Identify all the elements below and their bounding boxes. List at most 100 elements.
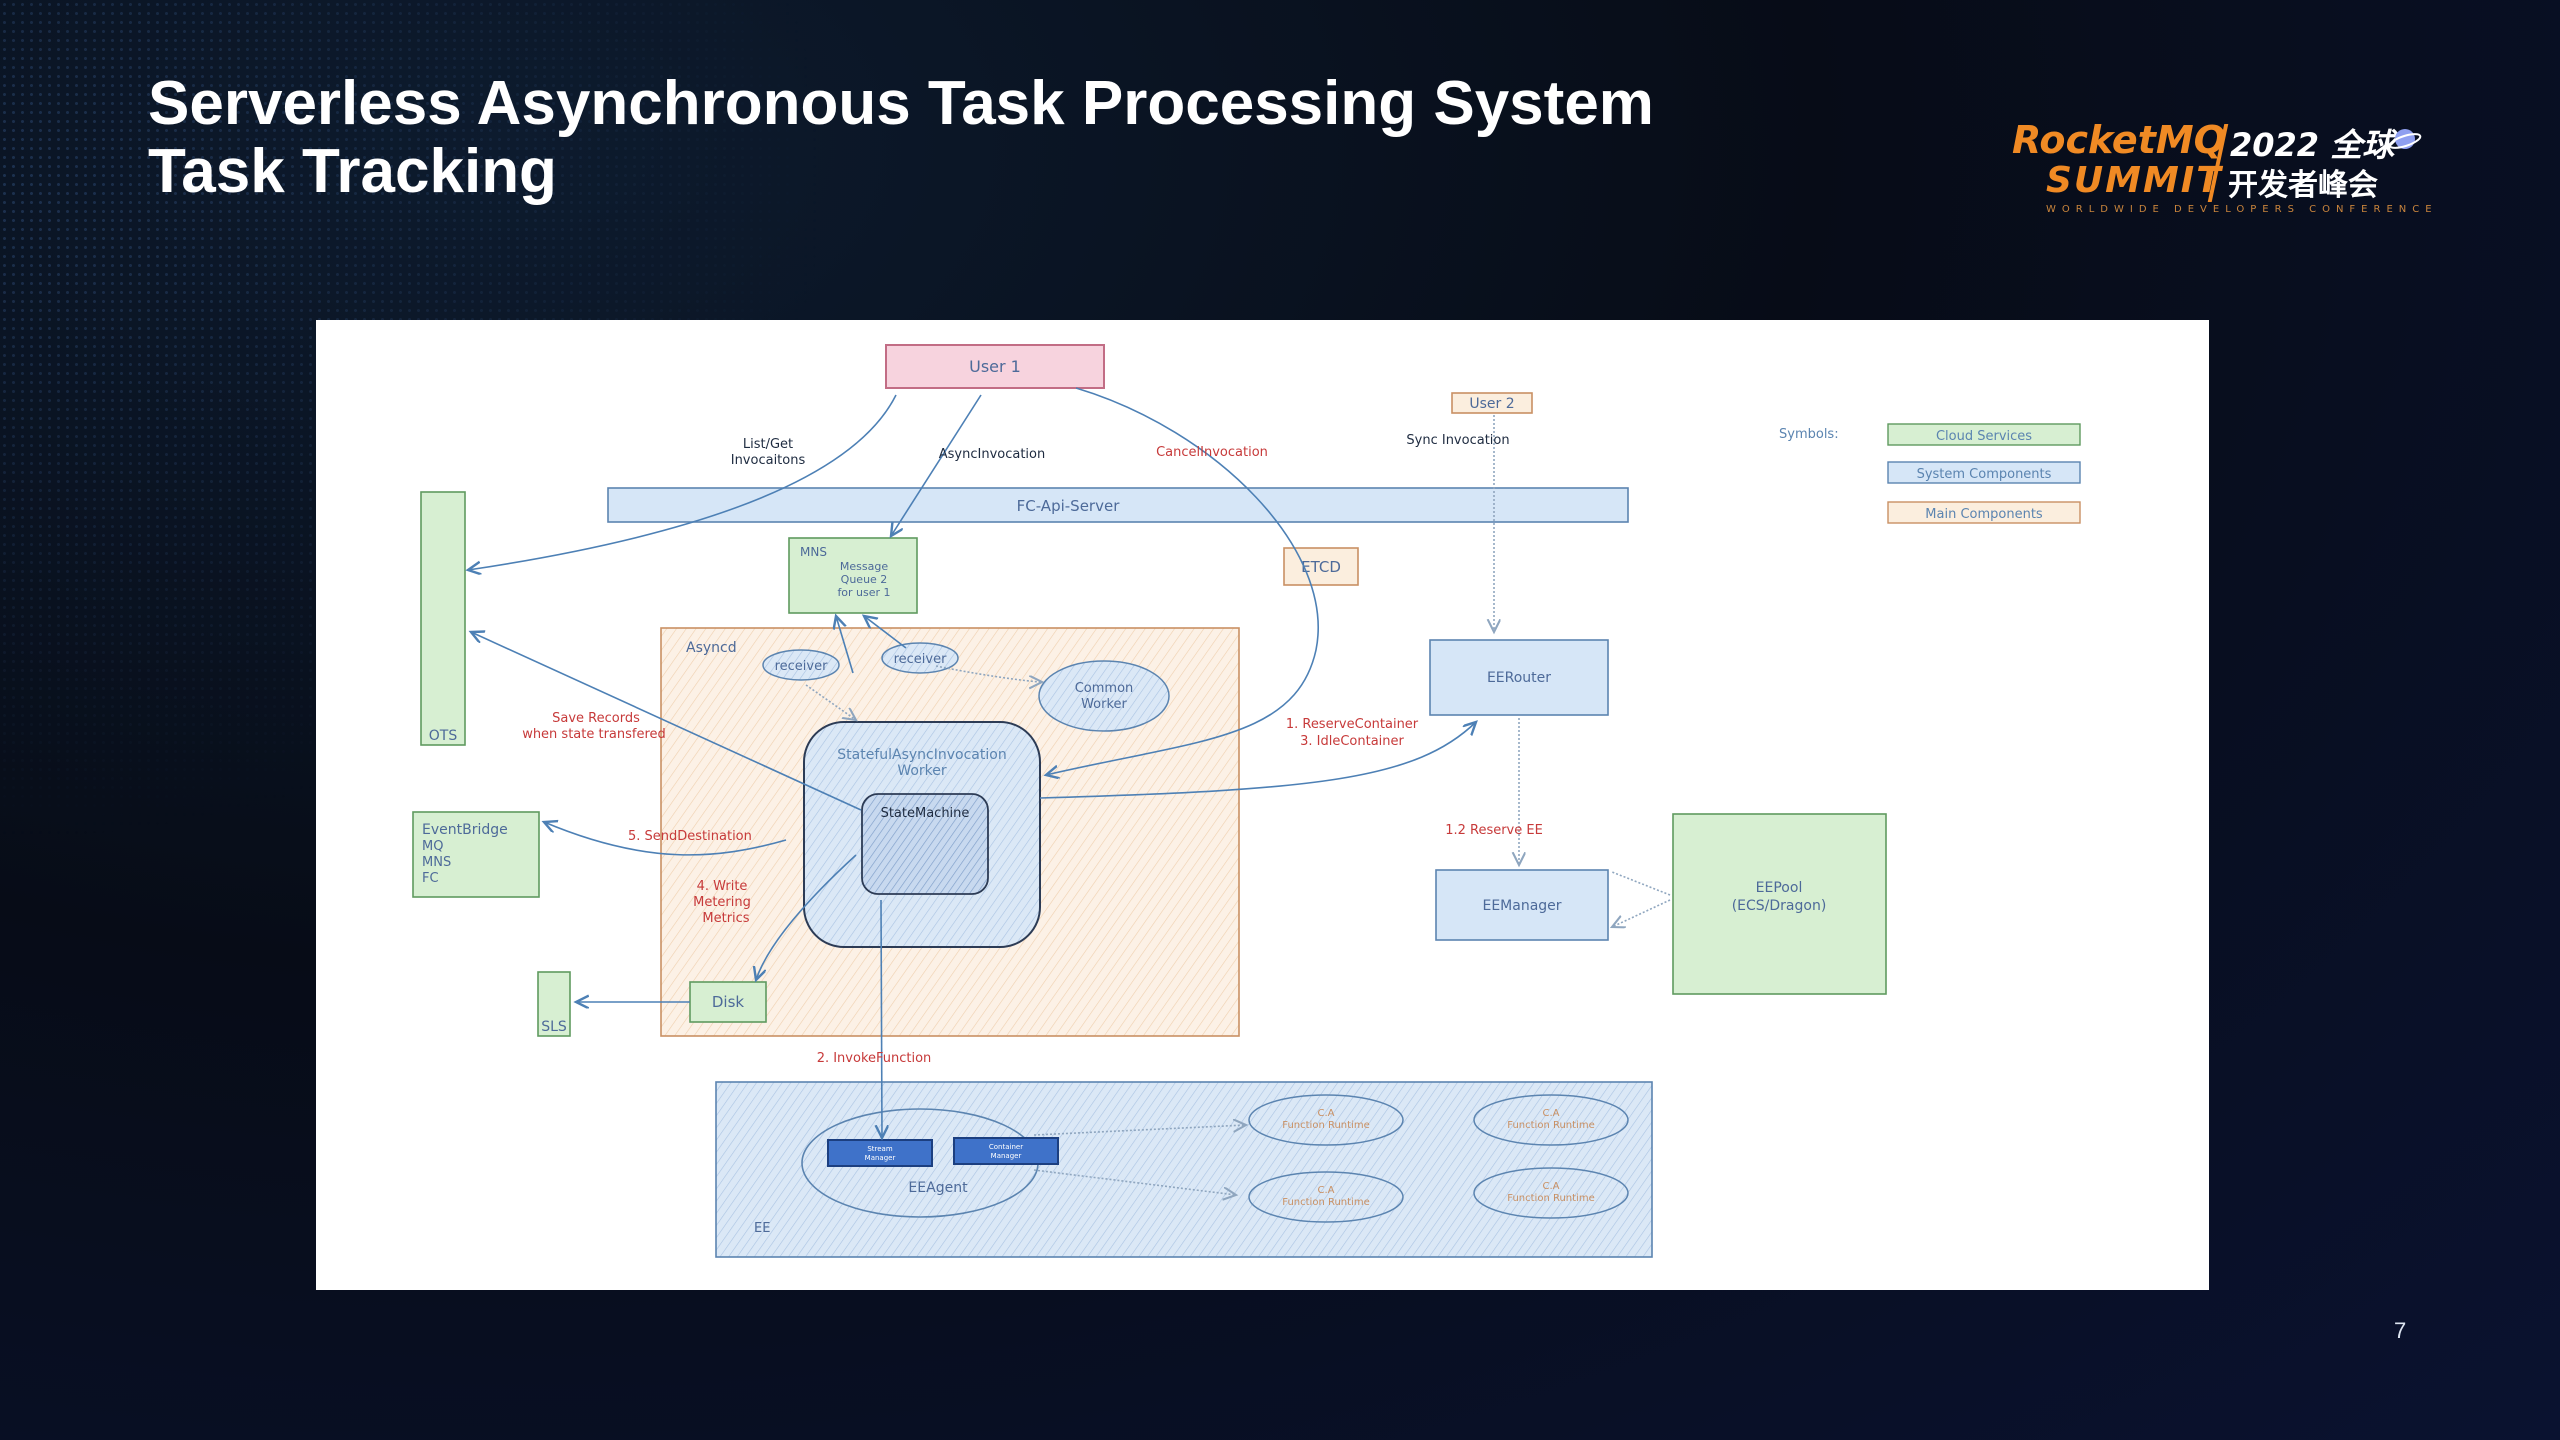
diagram-arrows bbox=[468, 387, 1671, 1195]
arrow-invoke-function bbox=[881, 899, 882, 1138]
svg-text:EventBridge: EventBridge bbox=[422, 822, 508, 838]
legend: Symbols: Cloud Services System Component… bbox=[1779, 423, 2081, 524]
label-idle-container: 3. IdleContainer bbox=[1300, 734, 1404, 749]
label-list-get-2: Invocaitons bbox=[731, 453, 806, 468]
svg-text:MQ: MQ bbox=[422, 839, 443, 854]
svg-text:Asyncd: Asyncd bbox=[686, 640, 737, 656]
svg-text:EE: EE bbox=[754, 1221, 770, 1236]
etcd-box: ETCD bbox=[1283, 547, 1359, 586]
receiver-2: receiver bbox=[881, 642, 959, 674]
svg-text:for user 1: for user 1 bbox=[837, 586, 890, 599]
svg-text:EEManager: EEManager bbox=[1482, 898, 1561, 914]
page-number: 7 bbox=[2394, 1318, 2407, 1343]
slide-title: Serverless Asynchronous Task Processing … bbox=[148, 70, 1654, 206]
svg-text:receiver: receiver bbox=[775, 659, 829, 674]
arrow-to-ee-router bbox=[1039, 722, 1476, 799]
svg-text:Cloud Services: Cloud Services bbox=[1936, 429, 2032, 444]
user1-box: User 1 bbox=[885, 344, 1105, 389]
arrow-user1-to-ots bbox=[468, 394, 897, 570]
edge-labels: List/Get Invocaitons AsyncInvocation Can… bbox=[522, 433, 1543, 1066]
svg-text:Stream: Stream bbox=[867, 1145, 893, 1153]
ee-pool-box: EEPool (ECS/Dragon) bbox=[1672, 813, 1887, 995]
svg-text:System Components: System Components bbox=[1917, 467, 2052, 482]
arrow-send-destination bbox=[544, 822, 787, 856]
svg-text:Message: Message bbox=[840, 560, 888, 573]
svg-text:Common: Common bbox=[1075, 681, 1134, 696]
label-invoke-function: 2. InvokeFunction bbox=[817, 1051, 932, 1066]
svg-text:Manager: Manager bbox=[991, 1152, 1022, 1160]
arrow-receiver-to-worker bbox=[935, 665, 1042, 682]
arrow-cancel-invocation bbox=[1046, 387, 1319, 775]
arrow-async-invocation bbox=[891, 394, 982, 536]
state-machine: StateMachine bbox=[861, 793, 989, 895]
ots-box: OTS bbox=[420, 491, 466, 746]
svg-text:Function Runtime: Function Runtime bbox=[1507, 1193, 1594, 1204]
architecture-diagram: User 1 User 2 FC-Api-Server OTS MNS Mess… bbox=[316, 320, 2209, 1290]
svg-text:FC: FC bbox=[422, 871, 439, 886]
arrow-receiver1-to-mns bbox=[836, 616, 854, 674]
arrow-receiver2-to-mns bbox=[864, 616, 907, 649]
function-runtime-a: C.A Function Runtime bbox=[1248, 1094, 1404, 1146]
svg-text:receiver: receiver bbox=[894, 652, 948, 667]
label-send-destination: 5. SendDestination bbox=[628, 829, 752, 844]
svg-text:Symbols:: Symbols: bbox=[1779, 427, 1839, 442]
svg-text:OTS: OTS bbox=[429, 728, 458, 744]
arrow-pool-manager-a bbox=[1611, 871, 1671, 896]
svg-text:ETCD: ETCD bbox=[1301, 558, 1341, 576]
diagram-canvas: User 1 User 2 FC-Api-Server OTS MNS Mess… bbox=[412, 344, 2081, 1258]
arrow-write-metering bbox=[756, 854, 857, 980]
svg-text:FC-Api-Server: FC-Api-Server bbox=[1017, 497, 1121, 515]
svg-text:MNS: MNS bbox=[800, 545, 827, 559]
svg-text:Container: Container bbox=[989, 1143, 1023, 1151]
svg-text:Function Runtime: Function Runtime bbox=[1282, 1120, 1369, 1131]
label-save-records-1: Save Records bbox=[552, 711, 640, 726]
arrow-save-records bbox=[471, 632, 862, 811]
function-runtime-c: C.A Function Runtime bbox=[1248, 1171, 1404, 1223]
svg-text:C.A: C.A bbox=[1542, 1181, 1559, 1192]
slide-title-line-1: Serverless Asynchronous Task Processing … bbox=[148, 69, 1654, 138]
label-save-records-2: when state transfered bbox=[522, 727, 666, 742]
svg-text:Manager: Manager bbox=[865, 1154, 896, 1162]
mns-box: MNS Message Queue 2 for user 1 bbox=[788, 537, 918, 614]
svg-text:Function Runtime: Function Runtime bbox=[1282, 1197, 1369, 1208]
svg-text:C.A: C.A bbox=[1317, 1185, 1334, 1196]
svg-text:C.A: C.A bbox=[1317, 1108, 1334, 1119]
common-worker: Common Worker bbox=[1038, 660, 1170, 732]
ee-manager-box: EEManager bbox=[1435, 869, 1609, 941]
container-manager-box: Container Manager bbox=[953, 1137, 1059, 1165]
stream-manager-box: Stream Manager bbox=[827, 1139, 933, 1167]
svg-text:EEAgent: EEAgent bbox=[908, 1180, 968, 1196]
fc-api-server-bar: FC-Api-Server bbox=[607, 487, 1629, 523]
function-runtime-d: C.A Function Runtime bbox=[1473, 1167, 1629, 1219]
svg-text:EERouter: EERouter bbox=[1487, 670, 1551, 686]
svg-text:Function Runtime: Function Runtime bbox=[1507, 1120, 1594, 1131]
svg-text:Main Components: Main Components bbox=[1925, 507, 2043, 522]
logo-chinese-title: 开发者峰会 bbox=[2228, 168, 2378, 203]
svg-text:StateMachine: StateMachine bbox=[881, 806, 970, 821]
logo-brand-summit: SUMMIT bbox=[2046, 160, 2223, 201]
svg-text:Queue 2: Queue 2 bbox=[841, 573, 888, 586]
label-async-invocation: AsyncInvocation bbox=[939, 447, 1045, 462]
svg-text:Worker: Worker bbox=[1081, 697, 1127, 712]
arrow-agent-runtime-c bbox=[1033, 1169, 1236, 1195]
svg-text:StatefulAsyncInvocation: StatefulAsyncInvocation bbox=[837, 747, 1006, 763]
svg-text:User 2: User 2 bbox=[1469, 396, 1514, 412]
label-sync-invocation: Sync Invocation bbox=[1406, 433, 1509, 448]
arrow-agent-runtime-a bbox=[1033, 1125, 1246, 1136]
label-write-metering-1: 4. Write bbox=[697, 879, 748, 894]
label-cancel-invocation: CancelInvocation bbox=[1156, 445, 1268, 460]
svg-text:Disk: Disk bbox=[712, 993, 745, 1011]
label-write-metering-2: Metering bbox=[693, 895, 751, 910]
eventbridge-box: EventBridge MQ MNS FC bbox=[412, 811, 540, 898]
label-write-metering-3: Metrics bbox=[702, 911, 749, 926]
logo-year: 2022 全球 bbox=[2230, 126, 2395, 164]
function-runtime-b: C.A Function Runtime bbox=[1473, 1094, 1629, 1146]
receiver-1: receiver bbox=[762, 649, 840, 681]
svg-text:C.A: C.A bbox=[1542, 1108, 1559, 1119]
svg-text:EEPool: EEPool bbox=[1756, 880, 1803, 896]
slide-title-line-2: Task Tracking bbox=[148, 137, 557, 206]
svg-text:User 1: User 1 bbox=[969, 357, 1021, 376]
logo-brand-rocketmq: RocketMQ bbox=[2012, 118, 2226, 162]
label-list-get-1: List/Get bbox=[743, 437, 793, 452]
logo-tagline: WORLDWIDE DEVELOPERS CONFERENCE bbox=[2046, 204, 2438, 215]
